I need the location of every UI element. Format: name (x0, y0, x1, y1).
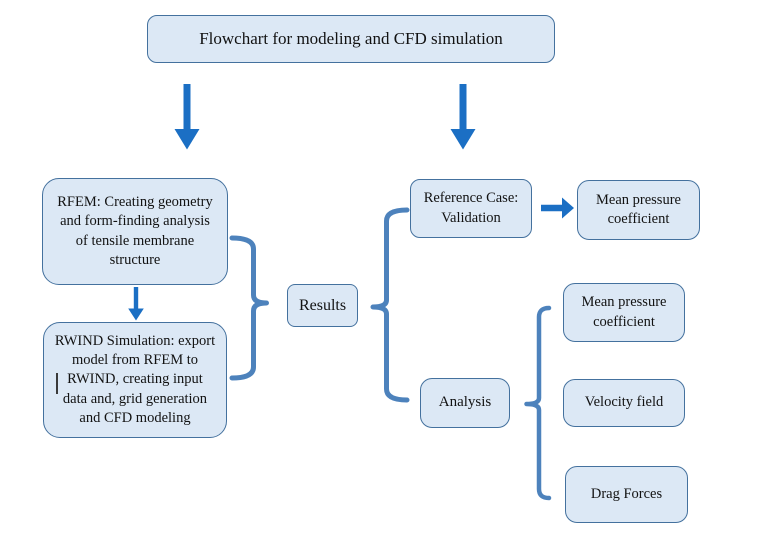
down-arrow-icon (450, 84, 476, 150)
closing-brace-icon (229, 235, 269, 381)
right-arrow-icon (541, 197, 574, 219)
node-results: Results (287, 284, 358, 327)
node-mean-pressure-coefficient-validation: Mean pressure coefficient (577, 180, 700, 240)
down-arrow-icon (174, 84, 200, 150)
node-drag-forces: Drag Forces (565, 466, 688, 523)
opening-brace-icon (524, 305, 552, 501)
opening-brace-icon (370, 207, 410, 403)
node-rwind-simulation: RWIND Simulation: export model from RFEM… (43, 322, 227, 438)
node-analysis: Analysis (420, 378, 510, 428)
node-flowchart-title: Flowchart for modeling and CFD simulatio… (147, 15, 555, 63)
node-reference-case-validation: Reference Case: Validation (410, 179, 532, 238)
node-mean-pressure-coefficient-analysis: Mean pressure coefficient (563, 283, 685, 342)
node-rfem-geometry: RFEM: Creating geometry and form-finding… (42, 178, 228, 285)
down-arrow-icon (128, 287, 144, 321)
node-velocity-field: Velocity field (563, 379, 685, 427)
text-cursor-artifact (56, 373, 58, 394)
